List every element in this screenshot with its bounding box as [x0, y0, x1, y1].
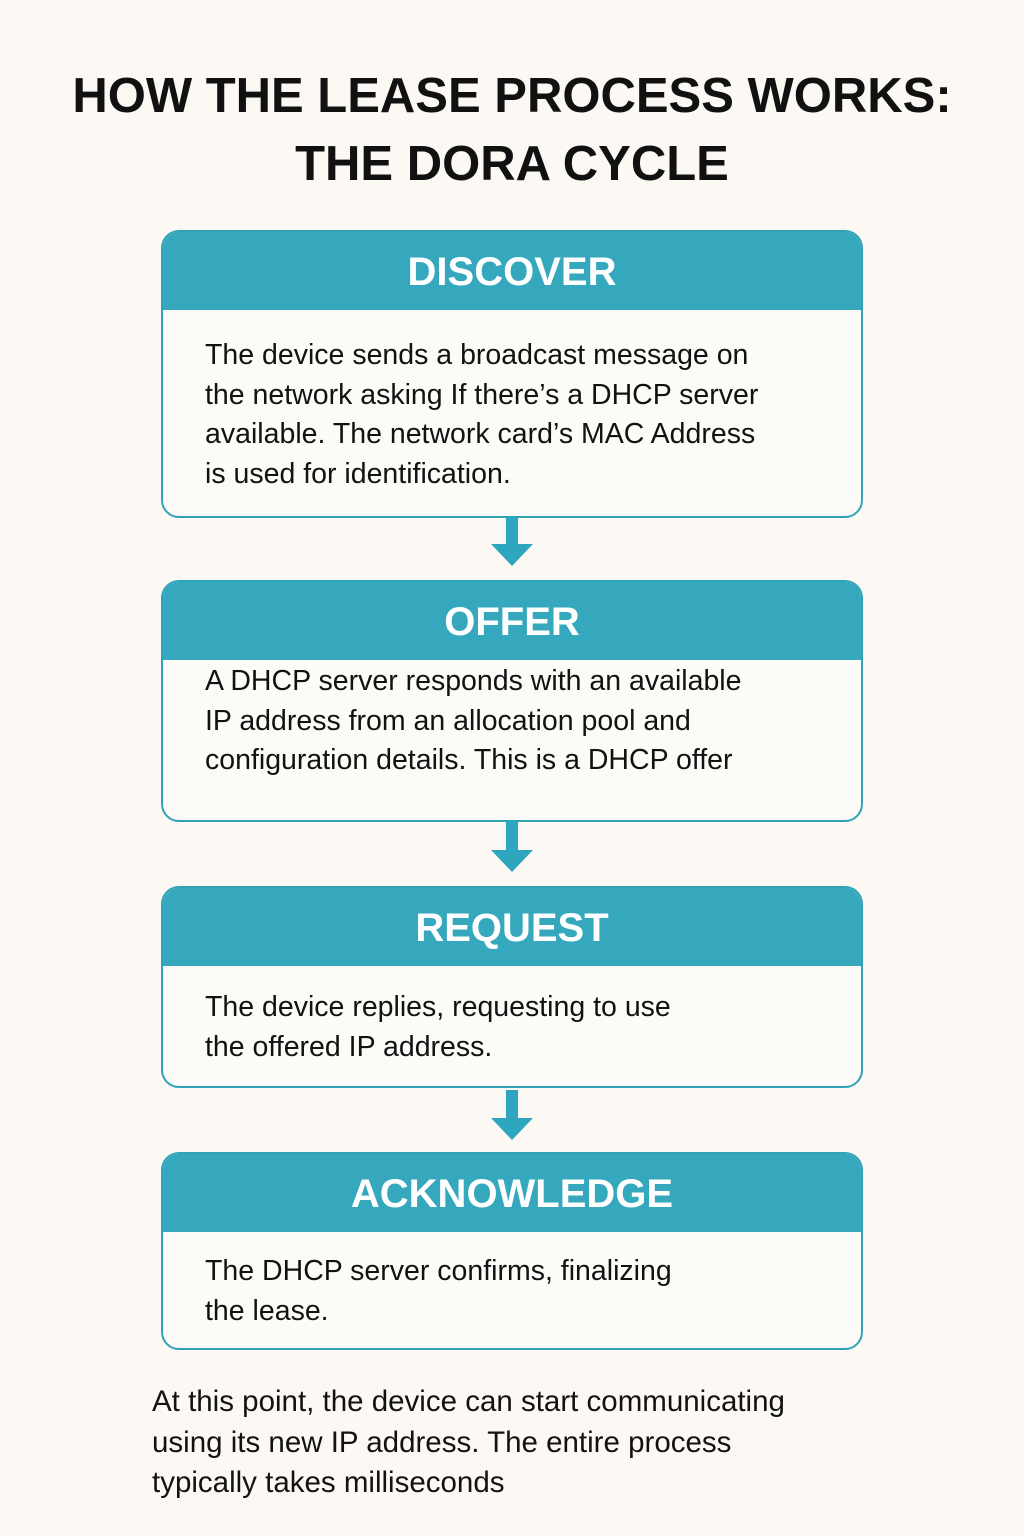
step-header-discover: DISCOVER — [163, 232, 861, 310]
step-header-request: REQUEST — [163, 888, 861, 966]
arrow-down-icon — [491, 1090, 533, 1140]
summary-text: At this point, the device can start comm… — [152, 1385, 785, 1499]
arrow-down-icon — [491, 822, 533, 872]
step-card-offer: OFFER A DHCP server responds with an ava… — [161, 580, 863, 822]
arrow-down-icon — [491, 516, 533, 566]
title-line-1: HOW THE LEASE PROCESS WORKS: — [72, 69, 952, 123]
step-header-offer: OFFER — [163, 582, 861, 660]
title-line-2: THE DORA CYCLE — [295, 137, 729, 191]
step-description-acknowledge: The DHCP server confirms, finalizing the… — [205, 1255, 672, 1327]
step-description-request: The device replies, requesting to use th… — [205, 991, 671, 1063]
step-description-discover: The device sends a broadcast message on … — [205, 339, 759, 490]
step-card-request: REQUEST The device replies, requesting t… — [161, 886, 863, 1088]
step-header-acknowledge: ACKNOWLEDGE — [163, 1154, 861, 1232]
step-card-acknowledge: ACKNOWLEDGE The DHCP server confirms, fi… — [161, 1152, 863, 1350]
step-card-discover: DISCOVER The device sends a broadcast me… — [161, 230, 863, 518]
step-description-offer: A DHCP server responds with an available… — [205, 665, 742, 776]
page-title: HOW THE LEASE PROCESS WORKS: THE DORA CY… — [0, 62, 1024, 198]
